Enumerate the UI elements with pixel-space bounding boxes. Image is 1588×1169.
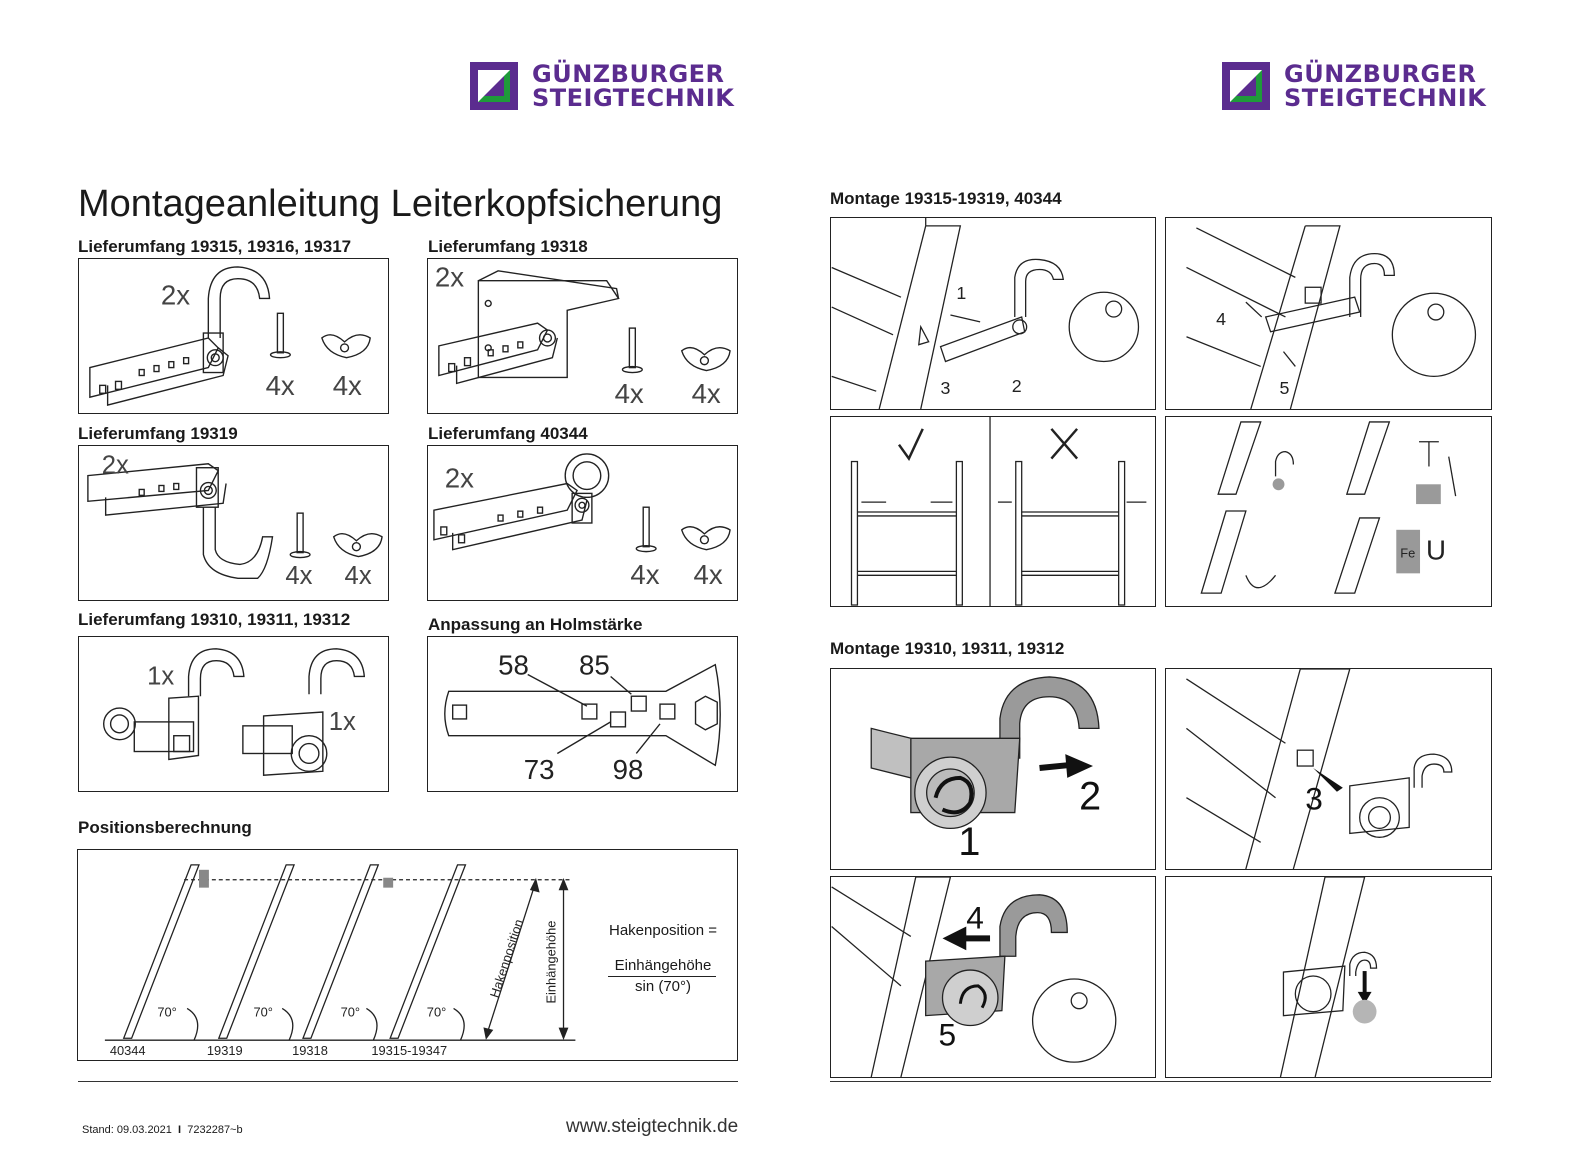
figure-positionsberechnung: 70° 70° 70° 70° 40344 19319 19318 19315-… — [77, 849, 738, 1061]
hook-plate-illustration: 2x 4x 4x — [435, 262, 731, 409]
fe-label: Fe — [1400, 546, 1415, 561]
heading-19310: Lieferumfang 19310, 19311, 19312 — [78, 610, 351, 629]
montage1-step-4-5: 4 5 — [1165, 217, 1492, 410]
step-label: 3 — [1305, 781, 1323, 817]
qty-hook: 2x — [102, 452, 129, 480]
qty-bolt: 4x — [630, 559, 659, 590]
qty-nut: 4x — [333, 370, 362, 401]
brand-mark-icon — [470, 62, 518, 110]
footer-rule — [78, 1081, 738, 1082]
check-icon — [897, 428, 924, 462]
qty-bolt: 4x — [615, 378, 644, 409]
angle-label: 70° — [427, 1004, 446, 1019]
montage1-variants: U Fe — [1165, 416, 1492, 607]
tighten-knob-illustration: 4 5 — [831, 877, 1117, 1077]
ladder-label: 40344 — [110, 1043, 146, 1058]
qty-nut: 4x — [692, 378, 721, 409]
heading-montage-1: Montage 19315-19319, 40344 — [830, 189, 1062, 208]
figure-19319: 2x 4x 4x — [78, 445, 389, 601]
hook-down-illustration: 2x 4x 4x — [87, 452, 383, 590]
hole-58: 58 — [498, 650, 529, 681]
angle-label: 70° — [157, 1004, 176, 1019]
insert-hook-illustration: 3 — [1186, 669, 1453, 869]
footer-url[interactable]: www.steigtechnik.de — [566, 1116, 739, 1137]
angle-label: 70° — [253, 1004, 272, 1019]
formula-fraction-bar — [608, 976, 716, 977]
montage2-hook-down — [1165, 876, 1492, 1078]
heading-19315: Lieferumfang 19315, 19316, 19317 — [78, 237, 352, 256]
einhaengehoehe-label: Einhängehöhe — [544, 921, 559, 1004]
ladder-label: 19318 — [292, 1043, 328, 1058]
footer-rule-right — [830, 1081, 1491, 1082]
step-label: 5 — [1280, 378, 1290, 398]
orientation-correct-wrong — [850, 417, 1147, 606]
hole-98: 98 — [613, 754, 644, 785]
montage2-step-4-5: 4 5 — [830, 876, 1156, 1078]
magnet-bracket-illustration: 2x 4x 4x — [433, 453, 731, 590]
heading-position: Positionsberechnung — [78, 818, 252, 837]
heading-holm: Anpassung an Holmstärke — [428, 615, 643, 634]
hole-73: 73 — [524, 754, 555, 785]
heading-montage-2: Montage 19310, 19311, 19312 — [830, 639, 1065, 658]
qty-hook: 2x — [445, 462, 474, 493]
bracket-holes-illustration: 58 85 73 98 — [444, 650, 721, 785]
heading-40344: Lieferumfang 40344 — [428, 424, 588, 443]
montage2-step-3: 3 — [1165, 668, 1492, 870]
hook-down-illustration — [1279, 877, 1378, 1077]
qty-right: 1x — [329, 708, 356, 736]
page-title: Montageanleitung Leiterkopfsicherung — [78, 183, 723, 225]
qty-nut: 4x — [694, 559, 723, 590]
knob-hook-illustration: 1x 1x — [102, 648, 366, 776]
step-label: 2 — [1079, 775, 1101, 819]
qty-left: 1x — [147, 662, 174, 690]
montage1-step-1-3: 1 2 3 — [830, 217, 1156, 410]
angle-label: 70° — [341, 1004, 360, 1019]
hole-85: 85 — [579, 650, 610, 681]
formula-denominator: sin (70°) — [634, 978, 691, 995]
qty-nut: 4x — [345, 562, 372, 590]
qty-hook: 2x — [161, 279, 190, 310]
qty-bolt: 4x — [285, 562, 312, 590]
qty-bolt: 4x — [266, 370, 295, 401]
heading-19319: Lieferumfang 19319 — [78, 424, 238, 443]
heading-19318: Lieferumfang 19318 — [428, 237, 588, 256]
formula-numerator: Einhängehöhe — [614, 957, 712, 974]
step-label: 2 — [1012, 376, 1022, 396]
ladder-label: 19315-19347 — [371, 1043, 447, 1058]
ladder-label: 19319 — [207, 1043, 243, 1058]
hakenposition-label: Hakenposition — [487, 917, 526, 999]
montage1-orientation — [830, 416, 1156, 607]
figure-19315: 2x 4x 4x — [78, 258, 389, 414]
fasten-bolt-illustration: 4 5 — [1186, 225, 1477, 409]
attach-bracket-illustration: 1 2 3 — [831, 218, 1140, 409]
cross-icon — [1050, 428, 1079, 460]
knob-turn-illustration: 2 1 — [870, 676, 1101, 864]
figure-holmstaerke: 58 85 73 98 — [427, 636, 738, 792]
ladder-angle-diagram: 70° 70° 70° 70° 40344 19319 19318 19315-… — [104, 864, 576, 1058]
step-label: 4 — [966, 899, 984, 935]
hook-bracket-illustration: 2x 4x 4x — [89, 266, 371, 406]
montage2-step-1-2: 2 1 — [830, 668, 1156, 870]
figure-19318: 2x 4x 4x — [427, 258, 738, 414]
footer-stand: Stand: 09.03.2021 I 7232287~b — [82, 1124, 243, 1136]
magnet-icon: U — [1426, 534, 1446, 565]
step-label: 3 — [941, 378, 951, 398]
step-label: 4 — [1216, 309, 1226, 329]
step-label: 5 — [939, 1016, 957, 1052]
step-label: 1 — [956, 283, 966, 303]
variant-illustrations: U Fe — [1200, 421, 1457, 594]
step-label: 1 — [958, 820, 980, 864]
figure-40344: 2x 4x 4x — [427, 445, 738, 601]
formula-lhs: Hakenposition = — [609, 922, 717, 939]
brand-mark-icon — [1222, 62, 1270, 110]
figure-19310: 1x 1x — [78, 636, 389, 792]
qty-hook: 2x — [435, 262, 464, 293]
